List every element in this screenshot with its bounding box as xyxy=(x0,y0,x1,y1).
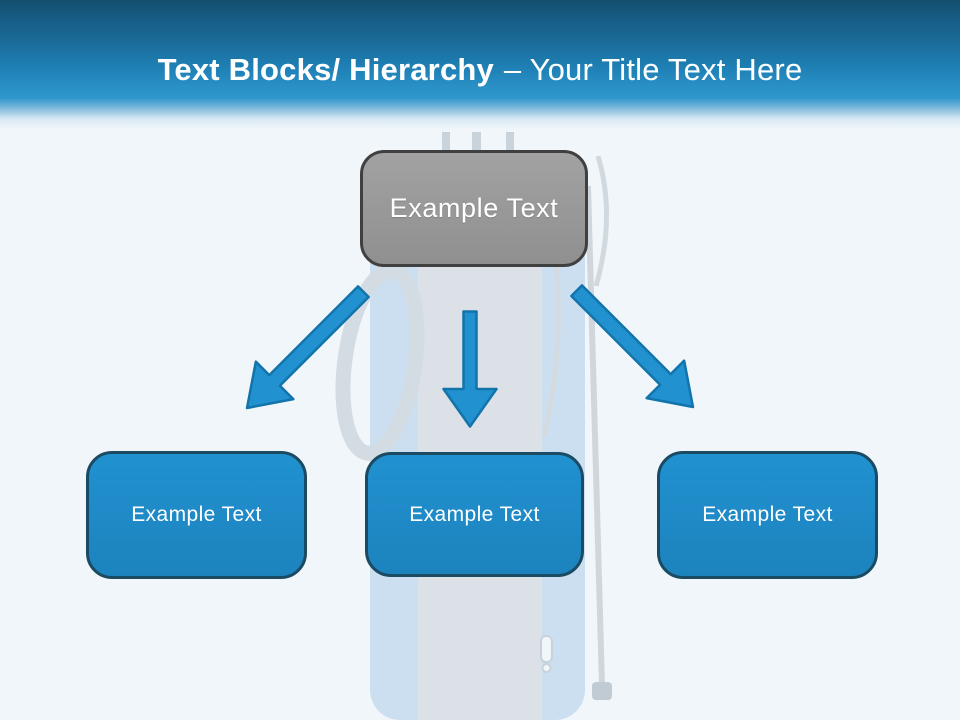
slide-title-subtitle: – Your Title Text Here xyxy=(503,52,803,87)
arrow-down-left-icon xyxy=(245,285,370,410)
slide-title-topic: Text Blocks/ Hierarchy xyxy=(157,52,494,87)
child-text-block-3-label: Example Text xyxy=(702,503,833,526)
arrow-down-right-icon xyxy=(570,284,695,409)
slide-title: Text Blocks/ Hierarchy – Your Title Text … xyxy=(0,52,960,88)
child-text-block-1-label: Example Text xyxy=(131,503,262,526)
child-text-block-3: Example Text xyxy=(657,451,878,579)
shoulder-strap-icon xyxy=(335,263,425,461)
stand-legs-icon xyxy=(585,155,612,700)
child-text-block-1: Example Text xyxy=(86,451,307,579)
slide-header-band: Text Blocks/ Hierarchy – Your Title Text … xyxy=(0,0,960,132)
root-text-block: Example Text xyxy=(360,150,588,267)
root-text-block-label: Example Text xyxy=(389,193,559,223)
zipper-icon xyxy=(540,635,553,673)
arrow-down-icon xyxy=(442,310,498,428)
child-text-block-2-label: Example Text xyxy=(409,502,540,526)
child-text-block-2: Example Text xyxy=(365,452,584,577)
